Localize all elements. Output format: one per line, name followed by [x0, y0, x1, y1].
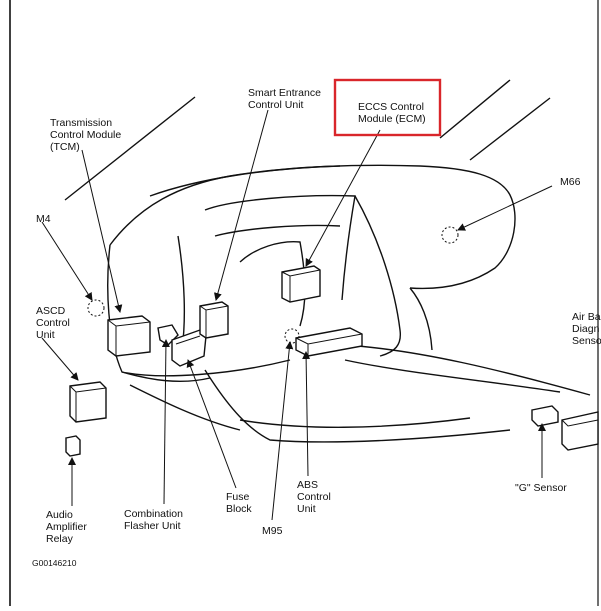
m66-connector [441, 226, 459, 244]
dashboard-top [109, 164, 516, 290]
eccs-highlight-box [333, 78, 442, 137]
label-g-sensor: "G" Sensor [515, 482, 567, 494]
label-m95: M95 [262, 525, 283, 537]
arrow-ascd [41, 337, 79, 381]
arrow-fuse [186, 359, 237, 489]
arrow-eccs [305, 129, 381, 267]
cluster-inner [214, 224, 341, 237]
g-sensor-unit [531, 405, 559, 427]
label-m4: M4 [36, 213, 51, 225]
label-eccs: ECCS Control Module (ECM) [358, 101, 427, 125]
arrow-tcm [81, 149, 123, 313]
label-abs: ABS Control Unit [297, 479, 334, 515]
label-smart-entrance: Smart Entrance Control Unit [248, 87, 324, 111]
steering-column-shroud [239, 240, 306, 327]
audio-relay [65, 435, 81, 457]
cluster-opening [204, 194, 356, 301]
smart-entrance-unit [199, 301, 229, 339]
label-combination: Combination Flasher Unit [124, 508, 186, 532]
windshield-line-left [64, 96, 196, 201]
tunnel-line-lower [344, 344, 591, 396]
floor-edge [239, 417, 471, 428]
arrow-m66 [457, 185, 553, 231]
fuse-block-shape [171, 329, 207, 367]
tcm-module [107, 315, 151, 357]
ecm-module [281, 265, 321, 303]
label-fuse: Fuse Block [226, 491, 252, 515]
floor-front [204, 369, 511, 443]
kick-panel [129, 384, 241, 431]
m4-connector [87, 299, 105, 317]
airbag-sensor-unit [561, 411, 599, 451]
label-tcm: Transmission Control Module (TCM) [50, 117, 124, 153]
label-audio: Audio Amplifier Relay [46, 509, 90, 545]
dashboard-inner-left [177, 235, 186, 351]
arrow-smart-entrance [213, 109, 269, 301]
arrow-m4 [41, 221, 93, 301]
label-ascd: ASCD Control Unit [36, 305, 73, 341]
figure-id: G00146210 [32, 558, 77, 568]
label-airbag: Air Ba Diagn Senso [572, 311, 601, 347]
tunnel-line [344, 359, 561, 393]
right-panel [409, 287, 433, 351]
ascd-unit [69, 381, 107, 423]
windshield-line-right [439, 79, 511, 139]
abs-unit [295, 327, 363, 357]
arrow-m95 [271, 341, 294, 521]
arrow-combination [161, 339, 170, 505]
center-console [354, 195, 402, 357]
dashboard-upper-edge [149, 165, 341, 197]
label-m66: M66 [560, 176, 581, 188]
windshield-line-far [469, 97, 551, 161]
arrow-abs [302, 351, 311, 477]
